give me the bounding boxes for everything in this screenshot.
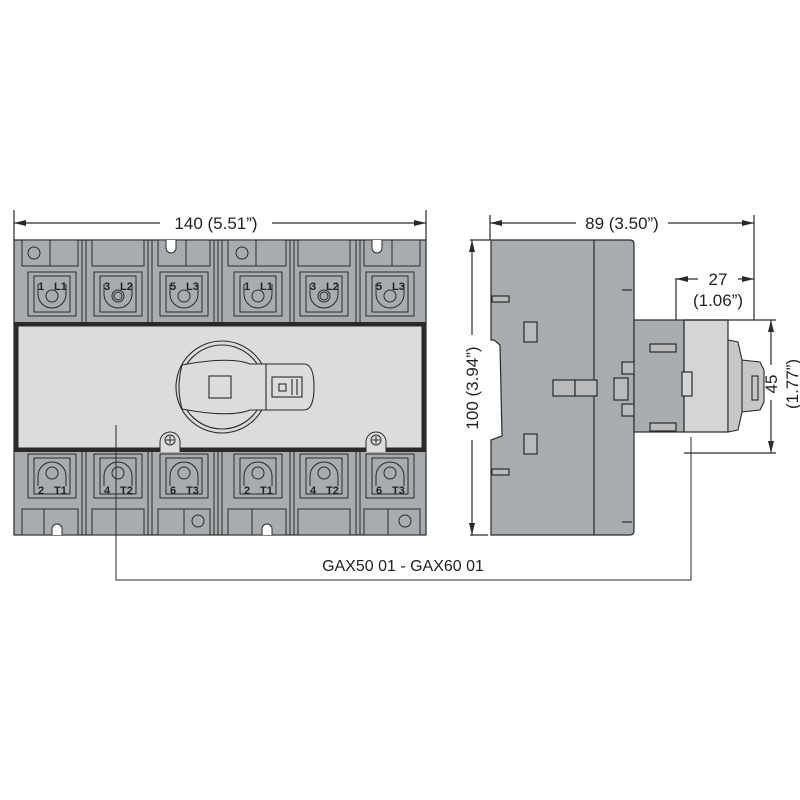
- terminal-label: T2: [326, 485, 339, 497]
- side-body: [490, 239, 637, 536]
- terminal-label: 6: [170, 485, 176, 497]
- terminal-label: L1: [54, 281, 67, 293]
- depth-dimension: [489, 215, 755, 320]
- terminal-label: 3: [310, 281, 316, 293]
- padlock-slot-icon: [271, 376, 303, 398]
- terminal-label: L1: [260, 281, 273, 293]
- side-view: 89 (3.50”) 100 (3.94”): [463, 214, 800, 536]
- width-dimension: [13, 210, 427, 240]
- terminal-label: L2: [120, 281, 133, 293]
- handle-height-label: 45: [762, 375, 781, 394]
- terminal-label: T1: [54, 485, 67, 497]
- handle-depth-label: 27: [709, 270, 728, 289]
- terminal-label: L3: [392, 281, 405, 293]
- handle-depth-inch-label: (1.06”): [693, 291, 743, 310]
- front-view: 140 (5.51”): [13, 210, 427, 536]
- terminal-label: T3: [392, 485, 405, 497]
- cover-screws: [159, 431, 387, 452]
- top-mounting-blocks: [21, 239, 421, 267]
- width-dimension-label: 140 (5.51”): [174, 214, 257, 233]
- top-terminal-labels: 1 L1 3 L2 5 L3 1 L1 3 L2 5 L3: [38, 281, 405, 293]
- terminal-label: 4: [104, 485, 111, 497]
- terminal-label: L3: [186, 281, 199, 293]
- bottom-mounting-blocks: [21, 508, 421, 536]
- bottom-terminal-labels: 2 T1 4 T2 6 T3 2 T1 4 T2 6 T3: [38, 485, 405, 497]
- terminal-label: 5: [376, 281, 382, 293]
- terminal-label: 1: [38, 281, 44, 293]
- terminal-label: 3: [104, 281, 110, 293]
- height-dimension: [469, 239, 490, 536]
- height-dimension-label: 100 (3.94”): [463, 346, 482, 429]
- model-leader-line: [115, 425, 692, 581]
- depth-dimension-label: 89 (3.50”): [585, 214, 659, 233]
- handle-depth-dimension: [675, 276, 754, 320]
- bottom-terminals: [27, 453, 415, 499]
- terminal-label: 1: [244, 281, 250, 293]
- handle-housing: [633, 319, 729, 433]
- rotary-handle[interactable]: [175, 340, 315, 434]
- handle-knob[interactable]: [727, 339, 765, 433]
- handle-height-dimension: [684, 319, 776, 454]
- terminal-label: 2: [38, 485, 44, 497]
- terminal-label: T1: [260, 485, 273, 497]
- top-terminals: [27, 271, 415, 317]
- model-label: GAX50 01 - GAX60 01: [322, 558, 484, 575]
- terminal-label: L2: [326, 281, 339, 293]
- indicator-window: [208, 375, 232, 399]
- terminal-label: T3: [186, 485, 199, 497]
- terminal-label: T2: [120, 485, 133, 497]
- handle-height-inch-label: (1.77”): [783, 359, 800, 409]
- terminal-label: 6: [376, 485, 382, 497]
- terminal-label: 4: [310, 485, 317, 497]
- terminal-label: 2: [244, 485, 250, 497]
- terminal-label: 5: [170, 281, 176, 293]
